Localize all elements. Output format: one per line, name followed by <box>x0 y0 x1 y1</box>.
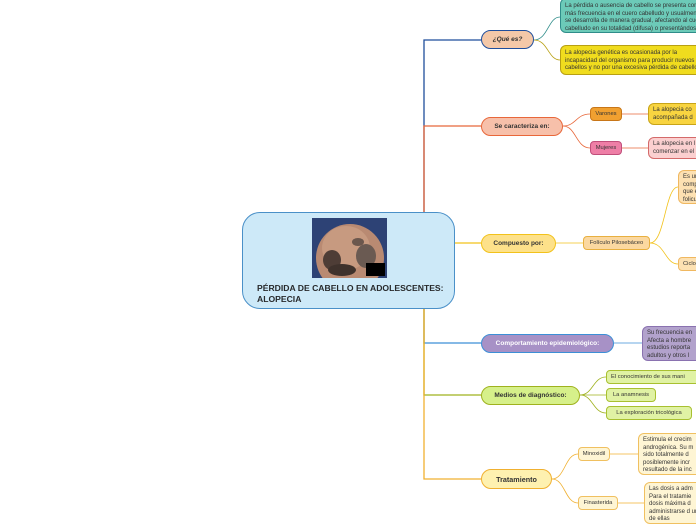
varones-label[interactable]: Varones <box>590 107 622 121</box>
central-title: PÉRDIDA DE CABELLO EN ADOLESCENTES: ALOP… <box>257 283 444 304</box>
diagnostico-item-3[interactable]: La exploración tricológica <box>606 406 692 420</box>
finasterida-detail[interactable]: Las dosis a adm Para el tratamie dosis m… <box>644 482 696 524</box>
topic-se-caracteriza[interactable]: Se caracteriza en: <box>481 117 563 136</box>
minoxidil-label[interactable]: Minoxidil <box>578 447 610 461</box>
que-es-detail-1[interactable]: La pérdida o ausencia de cabello se pres… <box>560 0 696 33</box>
topic-tratamiento[interactable]: Tratamiento <box>481 469 552 489</box>
topic-comportamiento[interactable]: Comportamiento epidemiológico: <box>481 334 614 353</box>
mujeres-label[interactable]: Mujeres <box>590 141 622 155</box>
minoxidil-detail[interactable]: Estimula el crecim androgénica. Su m sid… <box>638 433 696 475</box>
central-topic[interactable]: PÉRDIDA DE CABELLO EN ADOLESCENTES: ALOP… <box>242 212 455 309</box>
que-es-detail-2[interactable]: La alopecia genética es ocasionada por l… <box>560 45 696 75</box>
finasterida-label[interactable]: Finasterida <box>578 496 618 510</box>
comportamiento-detail[interactable]: Su frecuencia en Afecta a hombre estudio… <box>642 326 696 361</box>
alopecia-photo <box>312 218 387 278</box>
foliculo-detail[interactable]: Es un comp que e folicu <box>678 170 696 204</box>
diagnostico-item-2[interactable]: La anamnesis <box>606 388 656 402</box>
ciclo-label[interactable]: Ciclo <box>678 257 696 271</box>
mujeres-detail[interactable]: La alopecia en l comenzar en el <box>648 137 696 159</box>
diagnostico-item-1[interactable]: El conocimiento de sus mani <box>606 370 696 384</box>
topic-compuesto[interactable]: Compuesto por: <box>481 234 556 253</box>
varones-detail[interactable]: La alopecia co acompañada d <box>648 103 696 125</box>
foliculo-label[interactable]: Folículo Pilosebáceo <box>583 236 650 250</box>
topic-que-es[interactable]: ¿Qué es? <box>481 30 534 49</box>
topic-medios-diagnostico[interactable]: Medios de diagnóstico: <box>481 386 580 405</box>
